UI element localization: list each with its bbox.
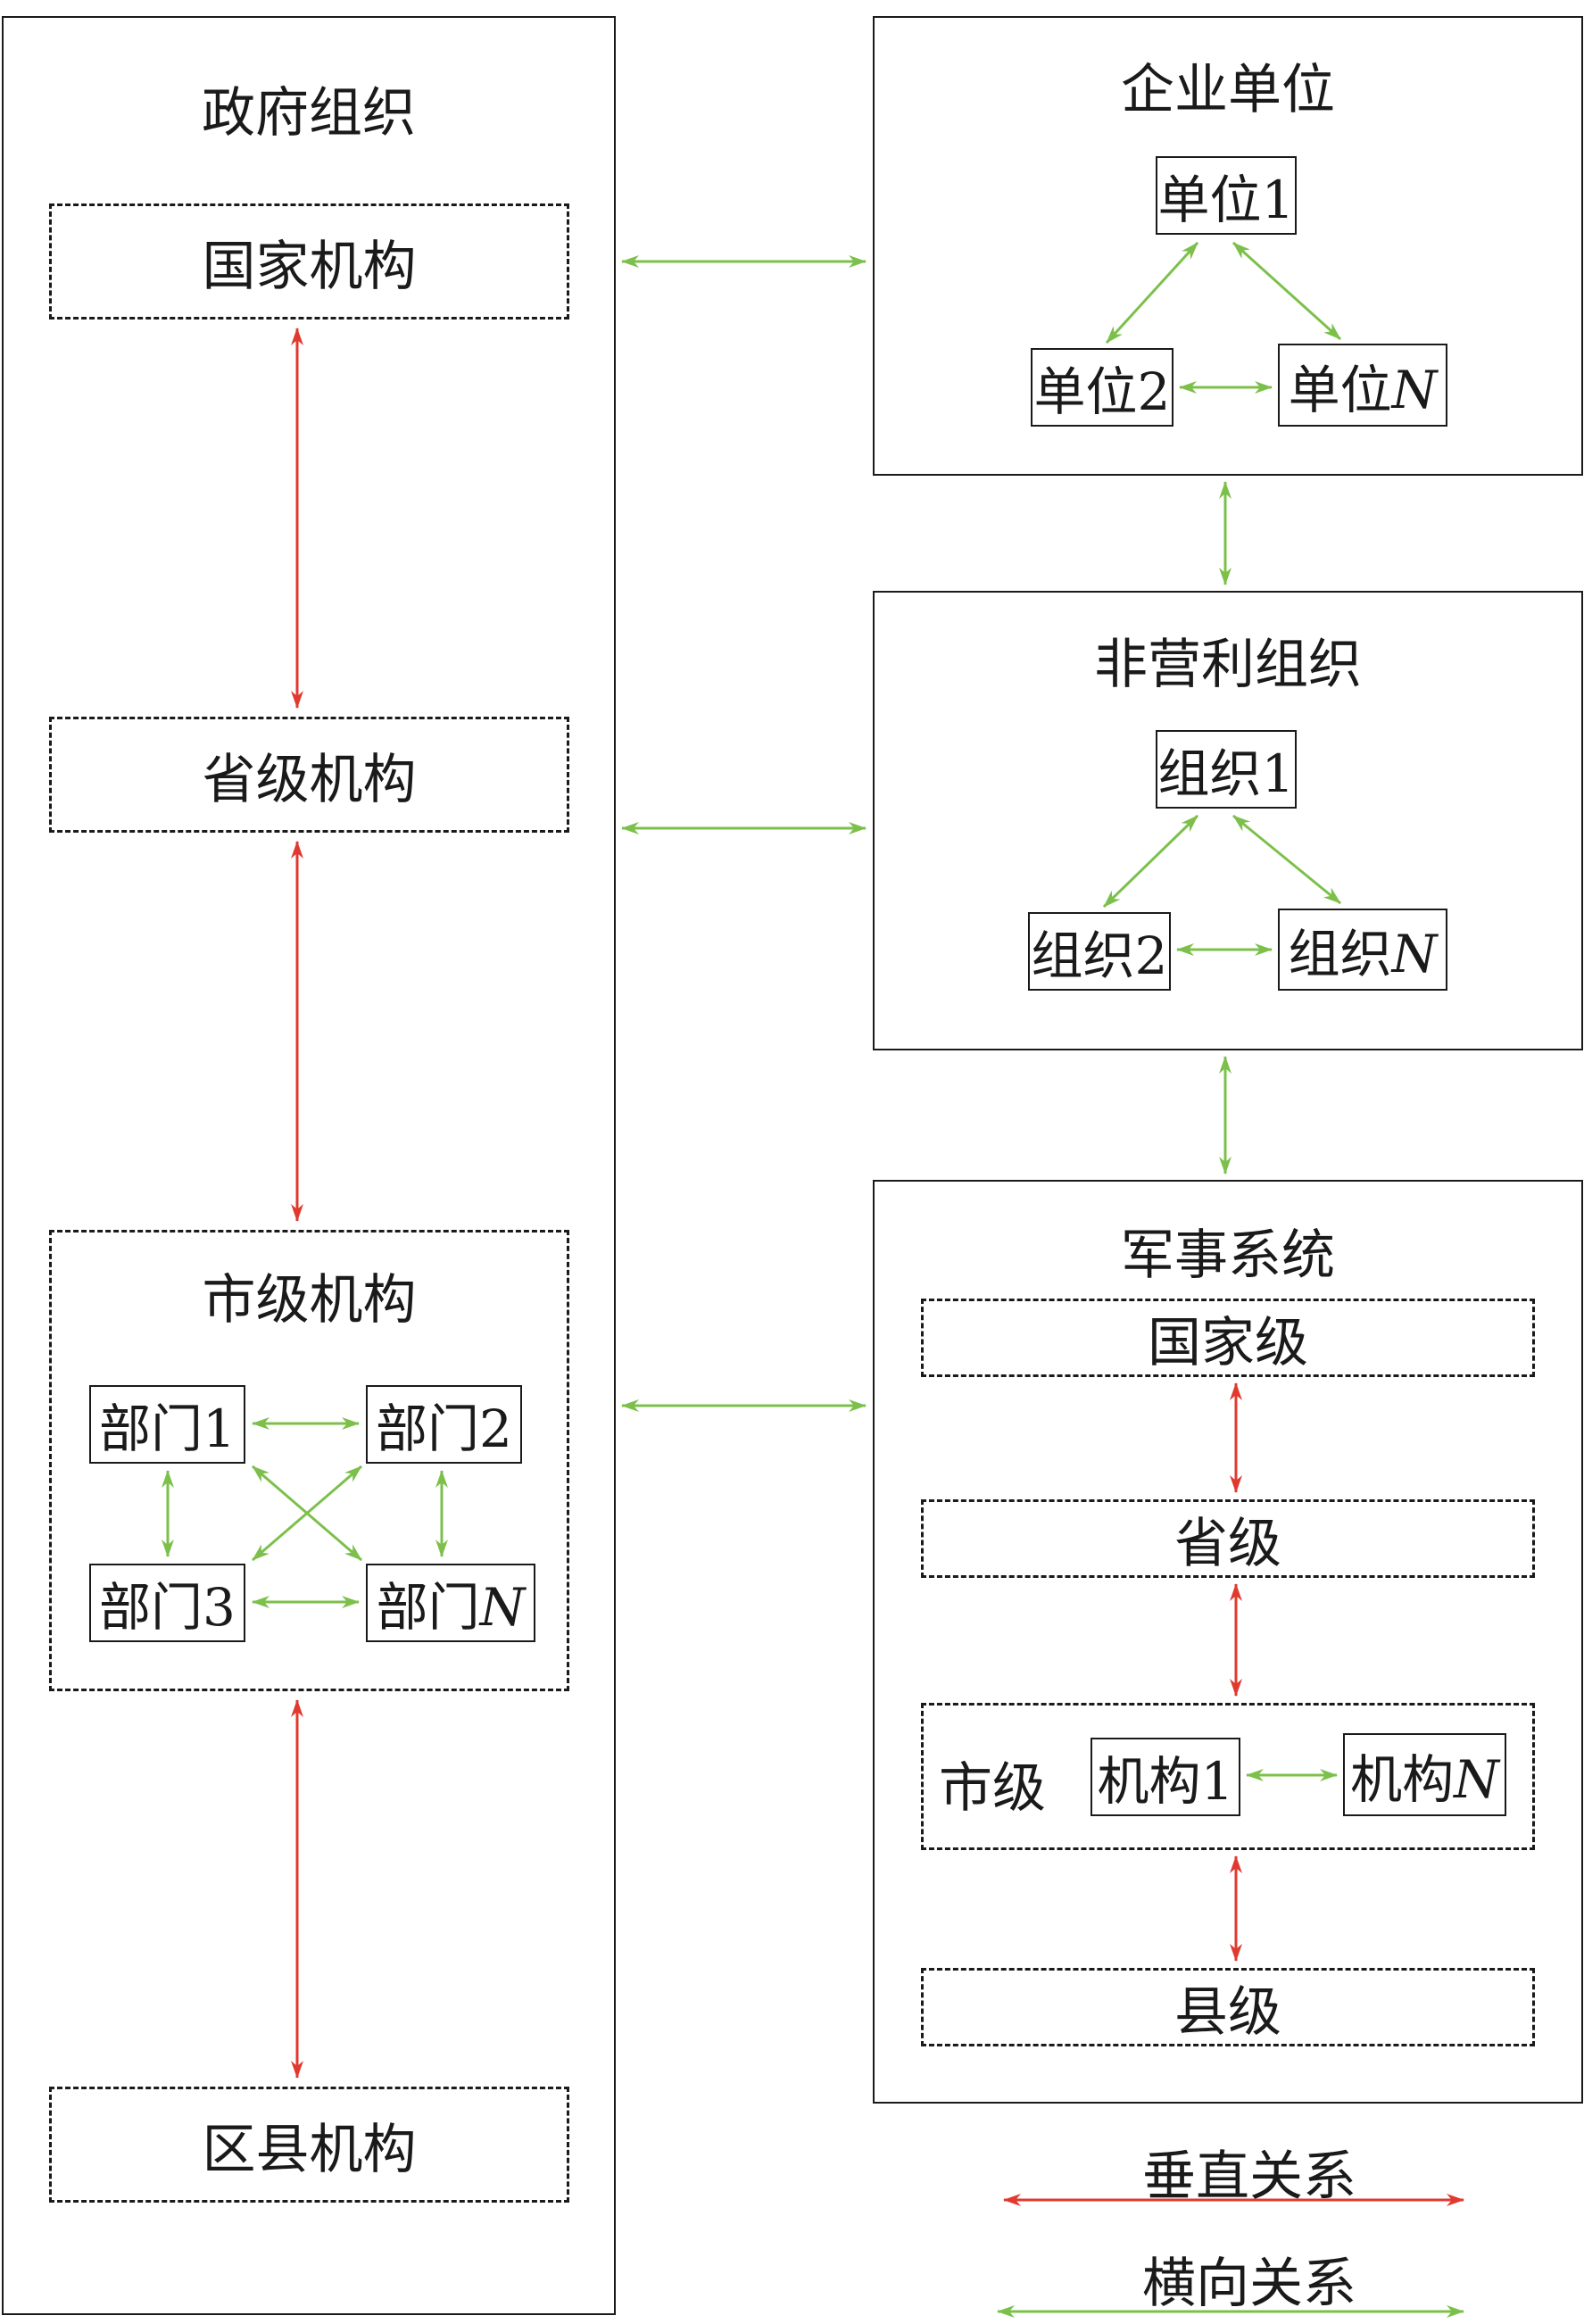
mil-provincial-box: 省级 [921,1499,1535,1578]
dept-1-box: 部门1 [89,1385,245,1464]
org-n-label: 组织N [1289,912,1438,987]
org-n-prefix: 组织 [1288,924,1392,984]
org-n-suffix: N [1391,924,1438,984]
gov-city-box [49,1230,569,1691]
gov-provincial-label: 省级机构 [202,748,417,811]
dept-1-label: 部门1 [99,1399,236,1459]
gov-city-title: 市级机构 [202,1269,417,1332]
dept-n-suffix: N [479,1577,526,1638]
nonprofit-title: 非营利组织 [1094,634,1362,696]
gov-national-label: 国家机构 [202,235,417,298]
mil-city-title: 市级 [939,1757,1046,1820]
legend-horizontal-label: 横向关系 [1142,2253,1356,2315]
dept-3-box: 部门3 [89,1564,245,1642]
mil-inst-1-box: 机构1 [1091,1738,1240,1816]
org-2-label: 组织2 [1031,925,1168,986]
enterprise-title: 企业单位 [1121,59,1335,121]
government-title: 政府组织 [202,82,416,145]
mil-national-label: 国家级 [1148,1311,1308,1374]
mil-county-label: 县级 [1174,1980,1281,2044]
org-2-box: 组织2 [1028,912,1171,991]
mil-inst-n-box: 机构N [1343,1733,1506,1816]
nonprofit-panel [873,591,1583,1050]
gov-national-box: 国家机构 [49,203,569,320]
legend-vertical-label: 垂直关系 [1142,2146,1356,2208]
mil-inst-1-label: 机构1 [1097,1751,1234,1812]
military-panel [873,1180,1583,2104]
mil-inst-n-prefix: 机构 [1350,1748,1455,1810]
gov-provincial-box: 省级机构 [49,717,569,833]
org-1-label: 组织1 [1157,743,1295,804]
unit-n-prefix: 单位 [1288,359,1392,420]
unit-2-box: 单位2 [1031,348,1173,427]
dept-3-label: 部门3 [99,1577,236,1638]
mil-inst-n-label: 机构N [1350,1738,1499,1813]
military-title: 军事系统 [1121,1224,1335,1287]
government-panel [2,16,616,2315]
gov-county-label: 区县机构 [202,2118,417,2181]
unit-n-suffix: N [1391,359,1438,420]
unit-1-box: 单位1 [1156,156,1297,235]
enterprise-panel [873,16,1583,476]
mil-national-box: 国家级 [921,1299,1535,1377]
mil-city-box [921,1703,1535,1850]
dept-2-label: 部门2 [376,1399,512,1459]
dept-n-prefix: 部门 [376,1577,480,1638]
mil-county-box: 县级 [921,1968,1535,2046]
org-n-box: 组织N [1278,909,1447,991]
unit-n-box: 单位N [1278,344,1447,427]
org-1-box: 组织1 [1156,730,1297,809]
dept-n-box: 部门N [366,1564,535,1642]
unit-1-label: 单位1 [1157,170,1295,230]
unit-2-label: 单位2 [1033,361,1171,422]
unit-n-label: 单位N [1289,348,1438,423]
gov-county-box: 区县机构 [49,2087,569,2203]
dept-n-label: 部门N [377,1565,526,1640]
dept-2-box: 部门2 [366,1385,522,1464]
mil-provincial-label: 省级 [1174,1512,1281,1575]
mil-inst-n-suffix: N [1454,1748,1499,1810]
